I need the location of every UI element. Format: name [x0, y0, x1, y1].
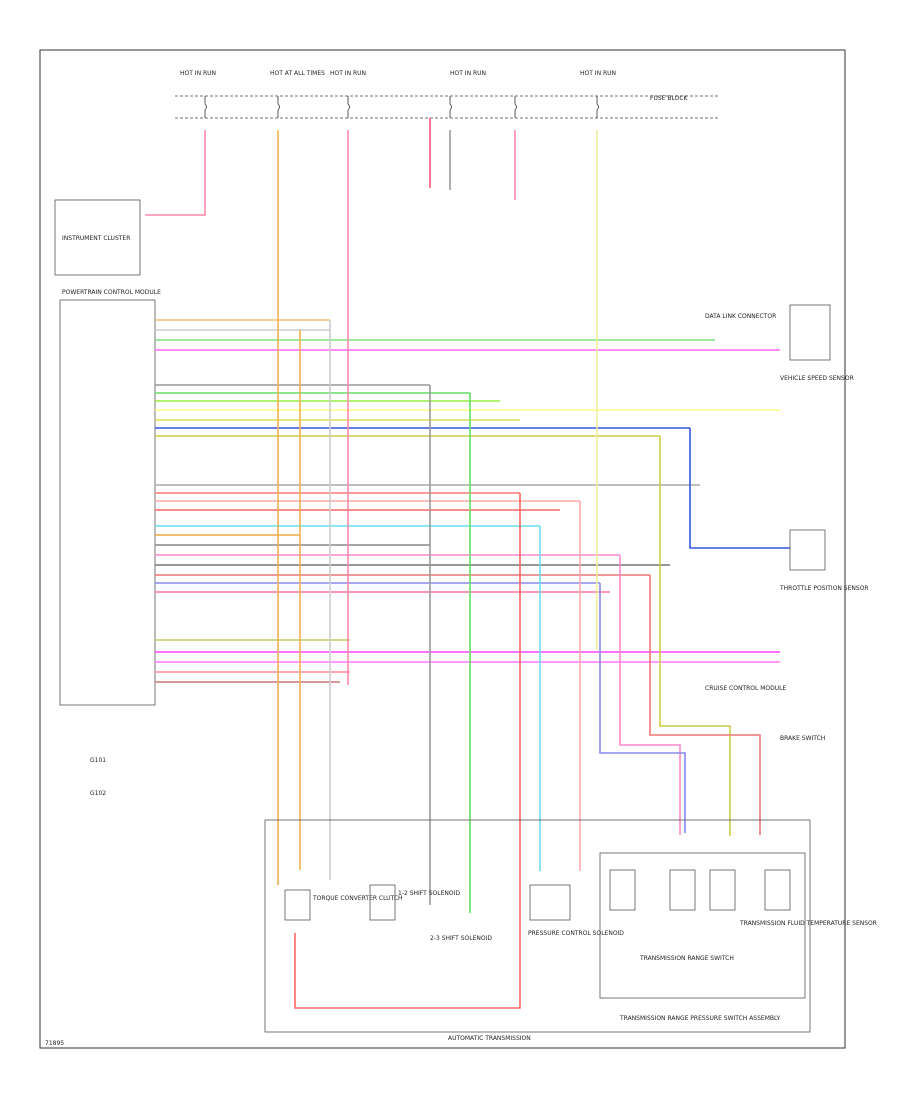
cruise-label: CRUISE CONTROL MODULE [705, 685, 786, 692]
trans-temp-label: TRANSMISSION FLUID TEMPERATURE SENSOR [739, 920, 877, 927]
top-label-4: HOT IN RUN [450, 70, 486, 77]
brake-switch-label: BRAKE SWITCH [780, 735, 825, 742]
transmission-box [264, 819, 811, 1033]
pressure-label: PRESSURE CONTROL SOLENOID [528, 930, 624, 937]
pressure-solenoid [529, 884, 571, 921]
ecm-box [59, 299, 156, 706]
range-switch-box [599, 852, 806, 999]
top-label-2: HOT AT ALL TIMES [270, 70, 325, 77]
shift-solenoid-2-label: 2-3 SHIFT SOLENOID [430, 935, 492, 942]
throttle-label: THROTTLE POSITION SENSOR [779, 585, 869, 592]
footer-id: 71895 [45, 1040, 64, 1047]
top-label-1: HOT IN RUN [180, 70, 216, 77]
diagram-frame [39, 49, 846, 1049]
shift-solenoid-label: 1-2 SHIFT SOLENOID [398, 890, 460, 897]
trans-assembly-label: TRANSMISSION RANGE PRESSURE SWITCH ASSEM… [619, 1015, 781, 1022]
data-link-box [789, 304, 831, 361]
tcc-label: TORQUE CONVERTER CLUTCH [312, 895, 403, 902]
trans-range-label: TRANSMISSION RANGE SWITCH [639, 955, 734, 962]
tcc-solenoid [284, 889, 311, 921]
ground-2-label: G102 [90, 790, 106, 797]
shift-solenoid-1 [369, 884, 396, 921]
top-label-3: HOT IN RUN [330, 70, 366, 77]
diagram-title: AUTOMATIC TRANSMISSION [448, 1035, 531, 1042]
vss-label: VEHICLE SPEED SENSOR [780, 375, 854, 382]
fuse-block-label: FUSE BLOCK [650, 95, 689, 102]
instrument-box [54, 199, 141, 276]
data-link-label: DATA LINK CONNECTOR [705, 313, 776, 320]
ecm-label: POWERTRAIN CONTROL MODULE [62, 289, 161, 296]
instrument-label: INSTRUMENT CLUSTER [62, 235, 130, 242]
ground-1-label: G101 [90, 757, 106, 764]
top-label-5: HOT IN RUN [580, 70, 616, 77]
throttle-box [789, 529, 826, 571]
